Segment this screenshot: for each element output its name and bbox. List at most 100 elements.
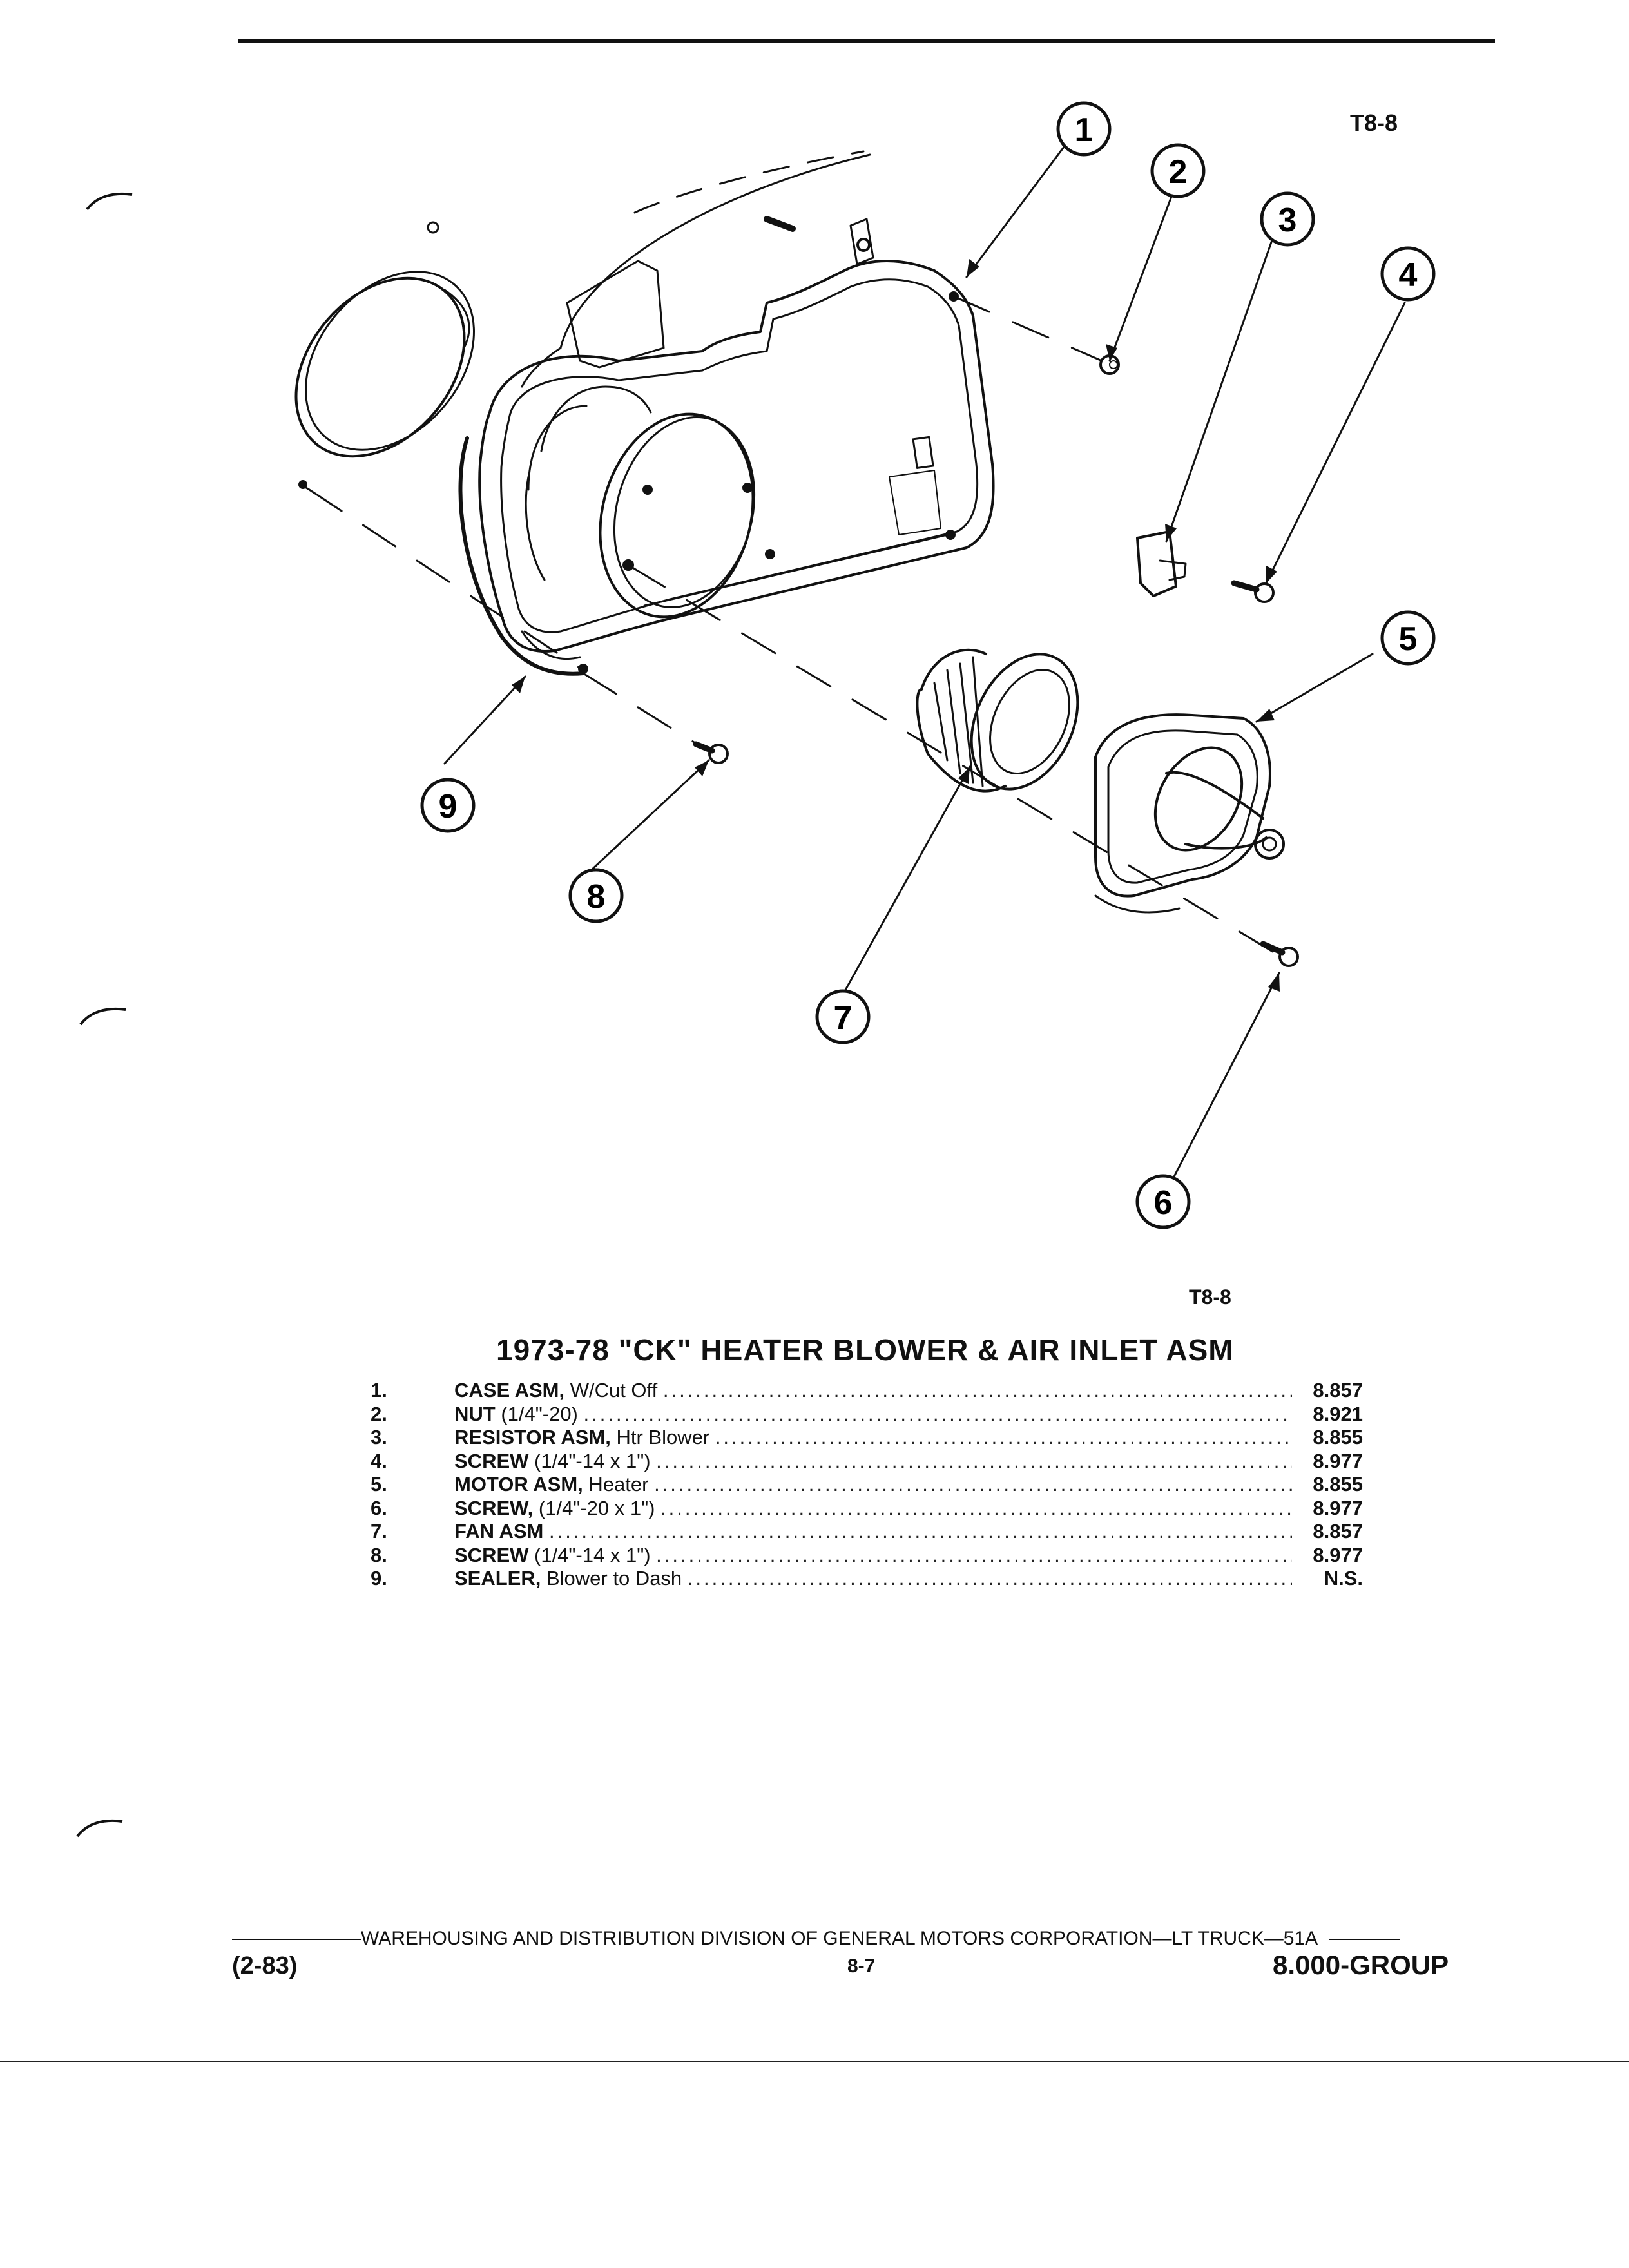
margin-mark-top [86,192,133,211]
parts-list-row: 9. SEALER, Blower to Dash ...............… [371,1567,1363,1591]
dash-panel-outline [559,153,871,349]
exploded-diagram: 1 2 3 4 5 6 7 8 9 [294,101,1436,1229]
screw-6 [1260,941,1299,967]
parts-list-row: 7. FAN ASM ..............................… [371,1520,1363,1544]
callout-6: 6 [1135,1174,1191,1229]
footer-left-dash [232,1939,361,1941]
part-name: NUT [454,1402,496,1425]
stud-clip [764,216,874,265]
part-detail: (1/4"-14 x 1") [528,1449,651,1472]
part-group-number: 8.977 [1313,1543,1363,1566]
motor-assembly [1094,713,1285,914]
bottom-rule [0,2061,1629,2062]
part-description: CASE ASM, W/Cut Off ....................… [454,1379,1292,1402]
parts-list-row: 1. CASE ASM, W/Cut Off ..................… [371,1379,1363,1403]
parts-list-row: 6.SCREW, (1/4"-20 x 1") ................… [371,1497,1363,1521]
parts-list-row: 2. NUT (1/4"-20) ........................… [371,1403,1363,1427]
part-group-number: 8.977 [1313,1496,1363,1519]
callout-6-label: 6 [1154,1184,1173,1222]
part-detail: Blower to Dash [541,1567,682,1590]
callout-7: 7 [815,989,871,1044]
part-name: SCREW, [454,1496,534,1519]
part-number: 7. [371,1520,387,1542]
part-name: MOTOR ASM, [454,1473,583,1495]
top-rule [238,39,1495,43]
part-group-number: 8.857 [1313,1520,1363,1542]
part-detail: (1/4"-14 x 1") [528,1543,651,1566]
callout-9: 9 [420,778,476,833]
parts-list-row: 5. MOTOR ASM, Heater ....................… [371,1473,1363,1497]
footer-division: WAREHOUSING AND DISTRIBUTION DIVISION OF… [361,1928,1318,1949]
leader-dots: ........................................… [715,1426,1292,1448]
part-detail: Htr Blower [610,1426,710,1448]
inlet-disc [294,271,475,458]
part-description: SCREW (1/4"-14 x 1") ...................… [454,1450,1292,1473]
sealer-strip [458,436,585,676]
part-description: SCREW, (1/4"-20 x 1") ..................… [454,1497,1292,1520]
part-description: NUT (1/4"-20) ..........................… [454,1403,1292,1426]
part-number: 4. [371,1449,387,1472]
part-description: SEALER, Blower to Dash .................… [454,1567,1292,1590]
margin-mark-middle [79,1007,126,1026]
parts-list-title: 1973-78 "CK" HEATER BLOWER & AIR INLET A… [496,1333,1234,1367]
callout-1: 1 [1056,101,1112,157]
part-description: RESISTOR ASM, Htr Blower ...............… [454,1426,1292,1449]
screw-4 [1231,580,1275,603]
part-name: SCREW [454,1543,529,1566]
leader-dots: ........................................… [656,1543,1292,1566]
resistor-part [1136,530,1187,597]
callout-5-label: 5 [1399,620,1418,658]
part-number: 3. [371,1426,387,1448]
part-group-number: N.S. [1324,1567,1363,1590]
part-number: 1. [371,1379,387,1401]
part-name: RESISTOR ASM, [454,1426,611,1448]
callout-3: 3 [1260,191,1315,247]
footer-page-number: 8-7 [847,1956,876,1977]
part-group-number: 8.857 [1313,1379,1363,1401]
callout-3-label: 3 [1278,202,1297,239]
part-description: MOTOR ASM, Heater ......................… [454,1473,1292,1496]
part-name: CASE ASM, [454,1379,565,1401]
part-detail: (1/4"-20) [495,1402,578,1425]
part-number: 5. [371,1473,387,1495]
parts-list-row: 8. SCREW (1/4"-14 x 1") .................… [371,1544,1363,1568]
part-name: SEALER, [454,1567,541,1590]
callout-1-label: 1 [1075,111,1094,149]
fan-assembly [916,648,1079,793]
figure-code-top: T8-8 [1350,110,1398,136]
callout-8: 8 [568,868,624,923]
part-description: FAN ASM ................................… [454,1520,1292,1543]
figure-code-bottom: T8-8 [1189,1285,1231,1309]
parts-list-row: 3. RESISTOR ASM, Htr Blower .............… [371,1426,1363,1450]
callout-5: 5 [1380,610,1436,666]
part-number: 8. [371,1543,387,1566]
leader-dots: ........................................… [583,1402,1292,1425]
leader-dots: ........................................… [660,1496,1292,1519]
part-group-number: 8.977 [1313,1449,1363,1472]
callout-7-label: 7 [834,999,853,1037]
footer-right-dash [1328,1939,1400,1941]
parts-list-row: 4. SCREW (1/4"-14 x 1") .................… [371,1450,1363,1474]
part-group-number: 8.855 [1313,1426,1363,1448]
callout-4-label: 4 [1399,256,1418,294]
callout-2-label: 2 [1169,153,1188,191]
dash-panel-outline-2 [633,150,865,214]
parts-list: 1. CASE ASM, W/Cut Off ..................… [371,1379,1363,1591]
callout-2: 2 [1150,143,1206,198]
footer-division-line: WAREHOUSING AND DISTRIBUTION DIVISION OF… [232,1928,1501,1950]
leader-dots: ........................................… [654,1473,1292,1495]
part-number: 2. [371,1402,387,1425]
part-group-number: 8.921 [1313,1402,1363,1425]
callout-8-label: 8 [587,878,606,916]
leader-dots: ........................................… [548,1520,1292,1542]
callout-9-label: 9 [439,788,458,825]
part-description: SCREW (1/4"-14 x 1") ...................… [454,1544,1292,1567]
part-name: SCREW [454,1449,529,1472]
part-detail: W/Cut Off [564,1379,658,1401]
leader-dots: ........................................… [656,1449,1292,1472]
part-number: 9. [371,1567,387,1590]
part-name: FAN ASM [454,1520,544,1542]
footer-group: 8.000-GROUP [1273,1950,1449,1980]
margin-mark-bottom [76,1819,123,1838]
case-assembly [478,260,995,674]
